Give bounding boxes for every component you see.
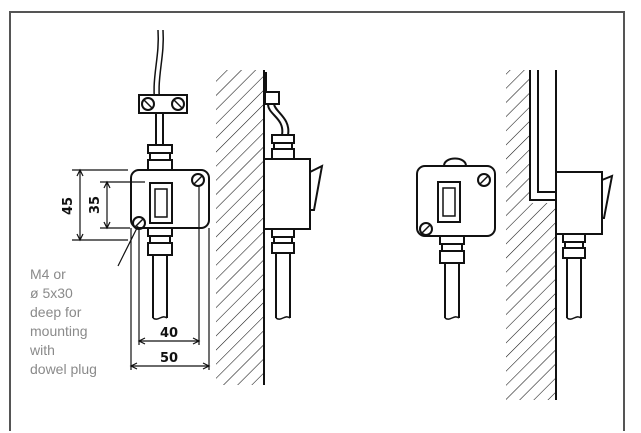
note-line-6: dowel plug xyxy=(30,361,97,377)
side-view-channel xyxy=(506,68,614,400)
note-line-5: with xyxy=(29,342,55,358)
dimension-lines xyxy=(72,168,211,370)
note-line-1: M4 or xyxy=(30,266,66,282)
dim-outer-width: 50 xyxy=(160,351,178,366)
housing-side-1 xyxy=(263,158,311,230)
note-line-4: mounting xyxy=(30,323,88,339)
dim-inner-width: 40 xyxy=(160,326,178,341)
dim-inner-height: 35 xyxy=(88,196,103,214)
note-line-3: deep for xyxy=(30,304,82,320)
front-view-with-dimensions xyxy=(130,29,210,320)
side-view-wall-mounted xyxy=(216,70,324,385)
mounting-note: M4 or ø 5x30 deep for mounting with dowe… xyxy=(29,266,97,377)
housing-side-2 xyxy=(555,171,603,235)
cable-clamp xyxy=(138,94,188,114)
drawing-frame xyxy=(9,11,625,431)
screw-top-right xyxy=(191,173,205,187)
dim-outer-height: 45 xyxy=(61,197,76,215)
wall-hatching-1 xyxy=(216,70,264,385)
front-view-alt xyxy=(416,157,496,320)
note-line-2: ø 5x30 xyxy=(30,285,73,301)
